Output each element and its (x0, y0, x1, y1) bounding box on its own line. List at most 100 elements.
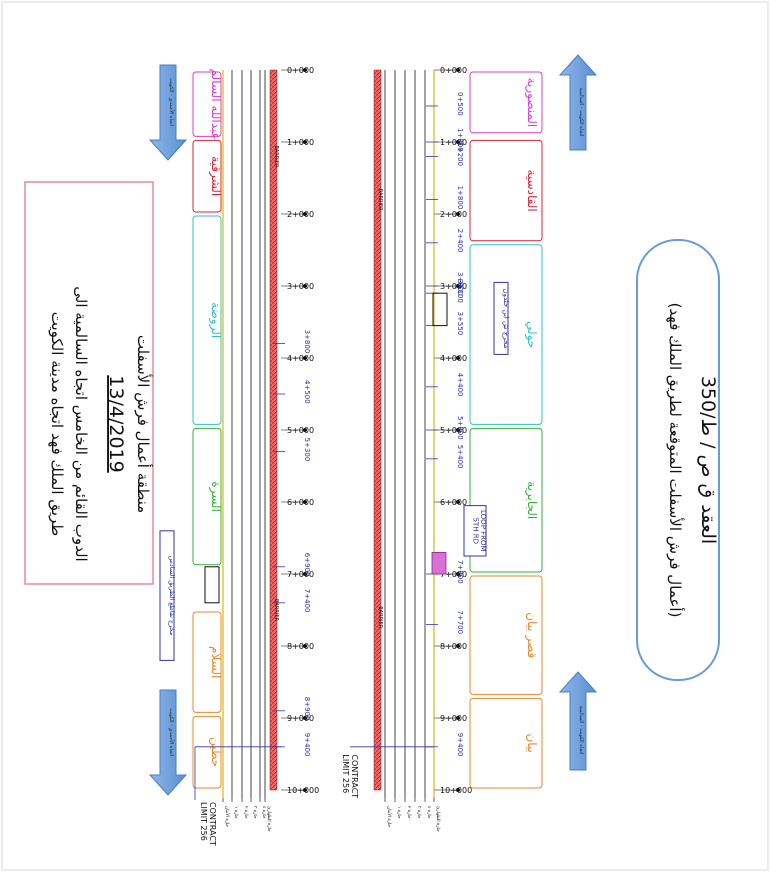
marker-label: 0+500 (456, 92, 464, 116)
chainage-label: 1+000 (287, 138, 314, 147)
info-box: منطقة أعمال فرش الأسفلت 13/4/2019 الدوب … (24, 181, 154, 585)
chainage-label: 8+000 (440, 642, 467, 651)
svg-text:اتجاه الأحمدي - الكويت: اتجاه الأحمدي - الكويت (168, 708, 175, 756)
chainage-label: 5+000 (287, 426, 314, 435)
area-box (469, 71, 543, 134)
title-line-1: العقد ق ص / ط/350 (697, 376, 719, 544)
info-line-4: طريق الملك فهد اتجاه مدينة الكويت (48, 312, 66, 537)
marker-label: 7+000 (456, 560, 464, 584)
info-line-1: منطقة أعمال فرش الأسفلت (134, 335, 153, 513)
direction-arrow-right-bottom: اتجاه الكويت - السالمية (558, 671, 598, 771)
chainage-label: 10+000 (440, 786, 472, 795)
area-box (192, 215, 222, 425)
chainage-dot (303, 68, 307, 72)
chainage-label: 3+000 (440, 282, 467, 291)
chainage-dot (303, 284, 307, 288)
contract-limit-label: CONTRACT (350, 754, 359, 798)
chainage-label: 5+000 (440, 426, 467, 435)
barrier-strip (269, 69, 278, 791)
barrier-label: BARRIER (273, 599, 279, 621)
area-box (469, 575, 543, 695)
chainage-dot (303, 356, 307, 360)
chainage-dot (456, 500, 460, 504)
chainage-dot (456, 212, 460, 216)
marker-label: 7+400 (303, 589, 311, 613)
chainage-dot (303, 716, 307, 720)
chainage-label: 6+000 (440, 498, 467, 507)
chainage-label: 3+000 (287, 282, 314, 291)
lane-label: حارة الأمان (386, 806, 393, 827)
marker-label: 2+400 (456, 229, 464, 253)
area-name: الشرقية (208, 156, 223, 196)
chainage-label: 7+000 (440, 570, 467, 579)
left-carriageway: BARRIER BARRIER 0+000 1+000 2+000 3+000 4+000 5… (159, 66, 319, 846)
marker-label: 9+400 (456, 733, 464, 757)
chainage-label: 8+000 (287, 642, 314, 651)
chainage-dot (456, 572, 460, 576)
chainage-dot (303, 572, 307, 576)
chainage-label: 7+000 (287, 570, 314, 579)
area-box (469, 139, 543, 242)
chainage-label: 2+000 (287, 210, 314, 219)
marker-label: 3+550 (456, 312, 464, 336)
lane-label: حارة ١ (233, 806, 238, 819)
area-name: حولي (524, 321, 539, 348)
area-box (469, 427, 543, 573)
chainage-dot (456, 716, 460, 720)
area-name: قصر بيان (524, 612, 539, 658)
chainage-dot (303, 644, 307, 648)
marker-label: 5+000 (456, 416, 464, 440)
area-box (192, 427, 222, 566)
area-name: الروضة (208, 302, 223, 338)
svg-text:اتجاه الكويت - السالمية: اتجاه الكويت - السالمية (578, 88, 584, 137)
svg-text:اتجاه الكويت - السالمية: اتجاه الكويت - السالمية (578, 706, 584, 755)
marker-label: 1+800 (456, 186, 464, 210)
area-box (192, 715, 222, 789)
marker-label: 8+900 (303, 697, 311, 721)
area-name: حطين (208, 737, 223, 767)
marker-label: 9+400 (303, 733, 311, 757)
marker-label: 6+900 (303, 553, 311, 577)
chainage-label: 9+000 (287, 714, 314, 723)
area-name: المنصورية (524, 78, 539, 128)
lane-label: حارة ٤ (426, 806, 431, 819)
area-name: عبدالله السالم (209, 69, 223, 140)
loop-label: 5TH RD (471, 518, 479, 544)
lane-label: حارة الطوارئ (266, 806, 271, 832)
lane-label: حارة ٣ (416, 806, 422, 819)
marker-label: 1+000 (456, 128, 464, 152)
chainage-dot (456, 140, 460, 144)
chainage-dot (456, 284, 460, 288)
ramp-bracket (432, 292, 448, 327)
area-box (192, 71, 222, 137)
chainage-dot (303, 428, 307, 432)
chainage-dot (456, 356, 460, 360)
direction-arrow-left-top: اتجاه الأحمدي - الكويت (148, 64, 188, 161)
contract-limit-label: CONTRACT (208, 802, 217, 846)
chainage-label: 4+000 (440, 354, 467, 363)
area-name: القادسية (525, 170, 539, 212)
area-box (192, 611, 222, 713)
ramp-bracket (204, 566, 220, 604)
svg-text:اتجاه الأحمدي - الكويت: اتجاه الأحمدي - الكويت (168, 78, 175, 126)
loop-label: LOOP FROM (479, 510, 487, 552)
area-box (469, 697, 543, 789)
contract-limit-label: LIMIT 256 (199, 802, 208, 841)
chainage-dot (303, 500, 307, 504)
lane-label: حارة ٢ (406, 806, 411, 819)
chainage-dot (456, 428, 460, 432)
chainage-label: 2+000 (440, 210, 467, 219)
marker-label: 4+500 (303, 380, 311, 404)
chainage-label: 0+000 (440, 66, 467, 75)
chainage-label: 6+000 (287, 498, 314, 507)
marker-label: 5+300 (303, 438, 311, 462)
chainage-label: 4+000 (287, 354, 314, 363)
contract-limit-label: LIMIT 256 (341, 754, 350, 793)
barrier-label: BARRIER (273, 145, 279, 167)
chainage-dot (456, 644, 460, 648)
info-line-3: الدوب القائم من الخامس اتجاه السالمية ال… (72, 286, 90, 561)
chainage-dot (456, 788, 460, 792)
info-line-2: 13/4/2019 (105, 375, 127, 472)
chainage-label: 0+000 (287, 66, 314, 75)
